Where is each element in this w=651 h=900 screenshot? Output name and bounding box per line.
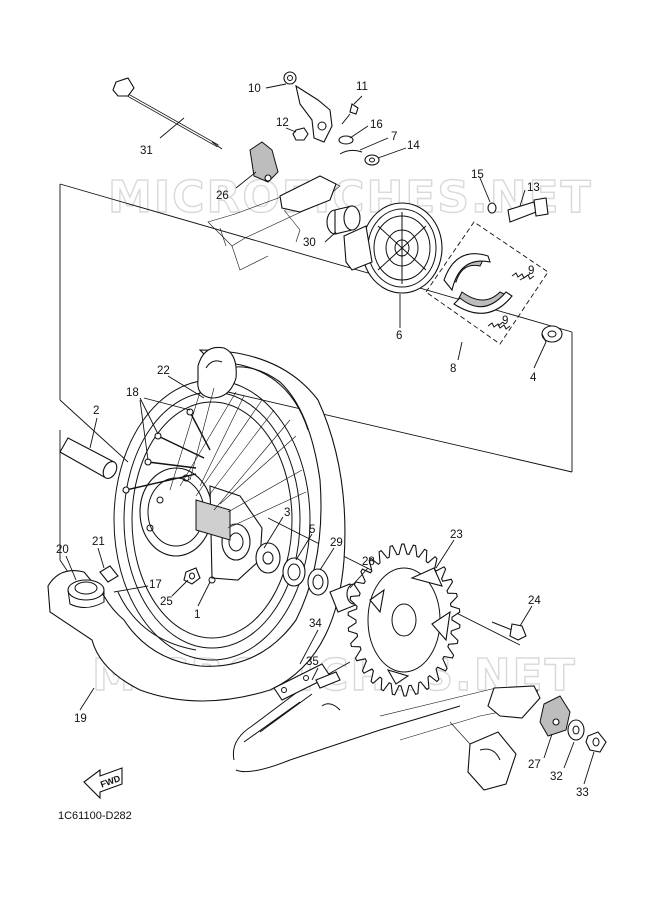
label-29: 29 — [330, 537, 343, 549]
label-18: 18 — [126, 387, 139, 399]
sprocket — [347, 543, 461, 697]
label-32: 32 — [550, 771, 563, 783]
nut-12 — [292, 127, 309, 141]
spring-9b — [487, 322, 511, 330]
spring-9a — [511, 272, 535, 280]
brake-arm — [283, 71, 333, 143]
axle-shaft — [112, 77, 223, 150]
label-16: 16 — [370, 119, 383, 131]
label-11: 11 — [356, 81, 368, 93]
collar-30 — [326, 205, 361, 235]
label-23: 23 — [450, 529, 463, 541]
pin-7 — [339, 149, 363, 155]
label-1: 1 — [194, 609, 200, 621]
label-12: 12 — [276, 117, 289, 129]
label-17: 17 — [149, 579, 162, 591]
label-31: 31 — [140, 145, 153, 157]
label-28: 28 — [362, 556, 375, 568]
bolt-11 — [341, 103, 359, 125]
label-19: 19 — [74, 713, 87, 725]
label-5: 5 — [309, 524, 315, 536]
label-20: 20 — [56, 544, 69, 556]
tube-20 — [67, 579, 105, 608]
fwd-arrow-icon: FWD — [83, 767, 123, 800]
hub — [139, 467, 263, 584]
label-33: 33 — [576, 787, 589, 799]
washer-32 — [567, 719, 585, 741]
label-15: 15 — [471, 169, 484, 181]
label-4: 4 — [530, 372, 537, 384]
washer-14 — [364, 154, 380, 166]
swingarm-lower — [379, 685, 541, 791]
diagram-code: 1C61100-D282 — [58, 810, 132, 822]
brake-cam-13 — [507, 197, 549, 223]
label-26: 26 — [216, 190, 229, 202]
label-9a: 9 — [528, 265, 534, 277]
valve-nut-21 — [99, 565, 119, 583]
label-13: 13 — [527, 182, 540, 194]
drive-chain — [232, 661, 461, 773]
leader-lines — [65, 83, 595, 785]
part-labels: 1 2 3 4 5 6 7 8 9 9 10 11 12 13 14 15 16… — [56, 81, 589, 799]
swingarm-upper — [207, 175, 341, 271]
bearing-3 — [255, 542, 281, 574]
label-21: 21 — [92, 536, 105, 548]
label-35: 35 — [306, 656, 319, 668]
label-6: 6 — [396, 330, 402, 342]
label-7: 7 — [391, 131, 397, 143]
nut-33 — [585, 731, 607, 753]
brake-shoe-box — [425, 221, 549, 345]
label-10: 10 — [248, 83, 261, 95]
o-ring-15 — [487, 202, 497, 214]
brake-shoe-plate — [343, 202, 443, 294]
label-30: 30 — [303, 237, 316, 249]
spokes — [122, 387, 307, 529]
oil-seal-5 — [282, 557, 306, 587]
label-3: 3 — [284, 507, 290, 519]
label-24: 24 — [528, 595, 541, 607]
label-2: 2 — [93, 405, 99, 417]
brake-shoes — [443, 253, 513, 314]
label-22: 22 — [157, 365, 170, 377]
rim-band-22 — [197, 346, 237, 399]
chain-adjuster-27 — [539, 695, 571, 737]
label-8: 8 — [450, 363, 456, 375]
label-34: 34 — [309, 618, 322, 630]
label-27: 27 — [528, 759, 541, 771]
collar-2 — [59, 437, 118, 479]
label-25: 25 — [160, 596, 173, 608]
oil-seal-29 — [307, 568, 329, 596]
chain-adjuster-26 — [249, 141, 279, 183]
label-14: 14 — [407, 140, 420, 152]
washer-16 — [338, 135, 354, 145]
bearing-4 — [541, 325, 563, 343]
label-9b: 9 — [502, 315, 508, 327]
